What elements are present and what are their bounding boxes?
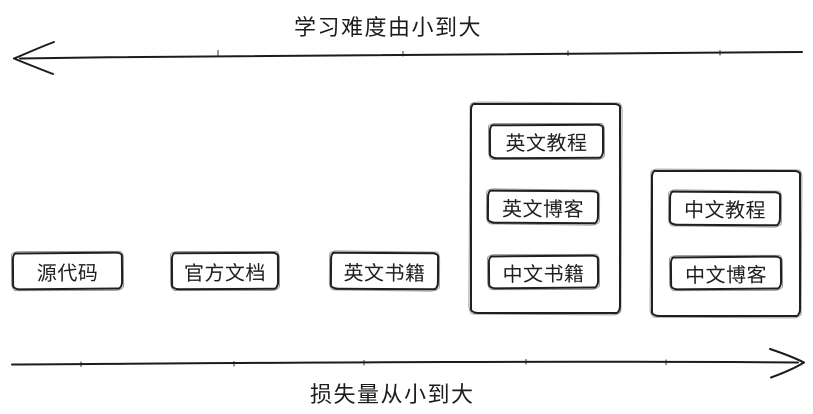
left-arrow-icon	[13, 41, 803, 75]
node-official-docs: 官方文档	[170, 251, 280, 291]
bottom-axis-label: 损失量从小到大	[310, 382, 475, 407]
node-english-blog-label: 英文博客	[501, 198, 585, 221]
node-chinese-tutorial: 中文教程	[668, 190, 782, 227]
right-arrow-icon	[11, 348, 805, 379]
node-source-code-label: 源代码	[36, 262, 99, 285]
node-chinese-blog: 中文博客	[669, 255, 783, 291]
node-chinese-blog-label: 中文博客	[684, 264, 768, 287]
node-official-docs-label: 官方文档	[183, 262, 267, 285]
node-english-books-label: 英文书籍	[343, 262, 426, 285]
group-box-2: 中文教程 中文博客	[651, 170, 801, 317]
node-english-tutorial-label: 英文教程	[505, 132, 588, 156]
node-english-blog: 英文博客	[486, 189, 600, 225]
node-chinese-book: 中文书籍	[487, 254, 600, 290]
node-chinese-tutorial-label: 中文教程	[683, 199, 767, 223]
node-source-code: 源代码	[11, 251, 124, 291]
node-english-books: 英文书籍	[329, 251, 440, 291]
node-chinese-book-label: 中文书籍	[502, 263, 585, 286]
group-box-1: 英文教程 英文博客 中文书籍	[470, 103, 621, 314]
node-english-tutorial: 英文教程	[488, 123, 605, 160]
top-axis-label: 学习难度由小到大	[294, 15, 483, 40]
